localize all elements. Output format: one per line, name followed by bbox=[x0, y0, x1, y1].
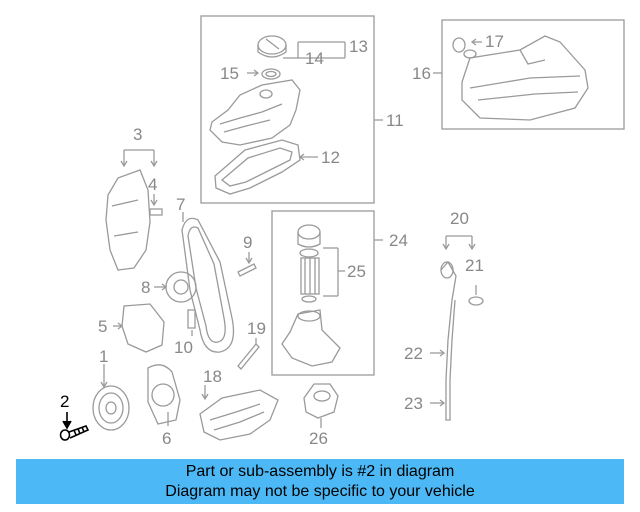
oil-baffle bbox=[199, 389, 279, 441]
callout-24: 24 bbox=[389, 231, 408, 250]
callout-21: 21 bbox=[465, 256, 484, 275]
dipstick bbox=[440, 260, 457, 421]
dipstick-seal bbox=[468, 296, 484, 306]
callout-25: 25 bbox=[347, 262, 366, 281]
filter-cap bbox=[297, 224, 321, 240]
drain-plug-washer bbox=[463, 49, 477, 59]
callout-14: 14 bbox=[305, 49, 324, 68]
callout-19: 19 bbox=[247, 319, 266, 338]
callout-16: 16 bbox=[412, 64, 431, 83]
callout-18: 18 bbox=[203, 367, 222, 386]
callout-9: 9 bbox=[243, 233, 252, 252]
callout-6: 6 bbox=[162, 429, 171, 448]
timing-cover bbox=[105, 169, 151, 271]
callout-10: 10 bbox=[174, 338, 193, 357]
filter-housing bbox=[281, 309, 341, 367]
valve-cover-group-box bbox=[200, 15, 375, 204]
drain-plug bbox=[452, 37, 466, 53]
oil-pan-group-box bbox=[441, 19, 625, 130]
guide-rod bbox=[237, 343, 260, 370]
callout-17: 17 bbox=[485, 32, 504, 51]
seal-plate bbox=[147, 364, 181, 425]
callout-20: 20 bbox=[450, 209, 469, 228]
callout-1: 1 bbox=[99, 347, 108, 366]
belt-tensioner bbox=[165, 271, 197, 303]
callout-22: 22 bbox=[404, 344, 423, 363]
bolt-10 bbox=[187, 309, 196, 329]
callout-5: 5 bbox=[98, 317, 107, 336]
stud bbox=[237, 263, 257, 277]
callout-11: 11 bbox=[386, 111, 404, 130]
oil-pump bbox=[303, 383, 339, 419]
callout-13: 13 bbox=[349, 37, 368, 56]
timing-belt bbox=[181, 217, 235, 353]
cover-clip bbox=[149, 208, 163, 216]
valve-cover bbox=[209, 79, 301, 146]
oil-pan bbox=[461, 35, 589, 121]
callout-15: 15 bbox=[220, 64, 239, 83]
callout-26: 26 bbox=[309, 429, 328, 448]
valve-cover-gasket bbox=[214, 139, 301, 195]
callout-2: 2 bbox=[60, 392, 69, 411]
callout-4: 4 bbox=[148, 175, 157, 194]
callout-7: 7 bbox=[176, 195, 185, 214]
callout-8: 8 bbox=[141, 278, 150, 297]
crankshaft-pulley bbox=[92, 385, 130, 431]
callout-3: 3 bbox=[133, 125, 142, 144]
callout-12: 12 bbox=[321, 148, 340, 167]
oil-filter-group-box bbox=[271, 210, 375, 376]
info-banner: Part or sub-assembly is #2 in diagram Di… bbox=[16, 459, 624, 504]
banner-line-disclaimer: Diagram may not be specific to your vehi… bbox=[165, 482, 475, 500]
banner-line-part: Part or sub-assembly is #2 in diagram bbox=[185, 462, 455, 480]
parts-diagram: 1 2 3 4 5 6 7 8 9 10 11 12 13 14 15 16 1… bbox=[59, 15, 625, 448]
rear-timing-cover bbox=[121, 303, 165, 353]
bolt-part-2 bbox=[59, 425, 90, 441]
oil-filler-cap bbox=[257, 35, 287, 55]
cap-gasket bbox=[261, 68, 281, 80]
callout-23: 23 bbox=[404, 394, 423, 413]
